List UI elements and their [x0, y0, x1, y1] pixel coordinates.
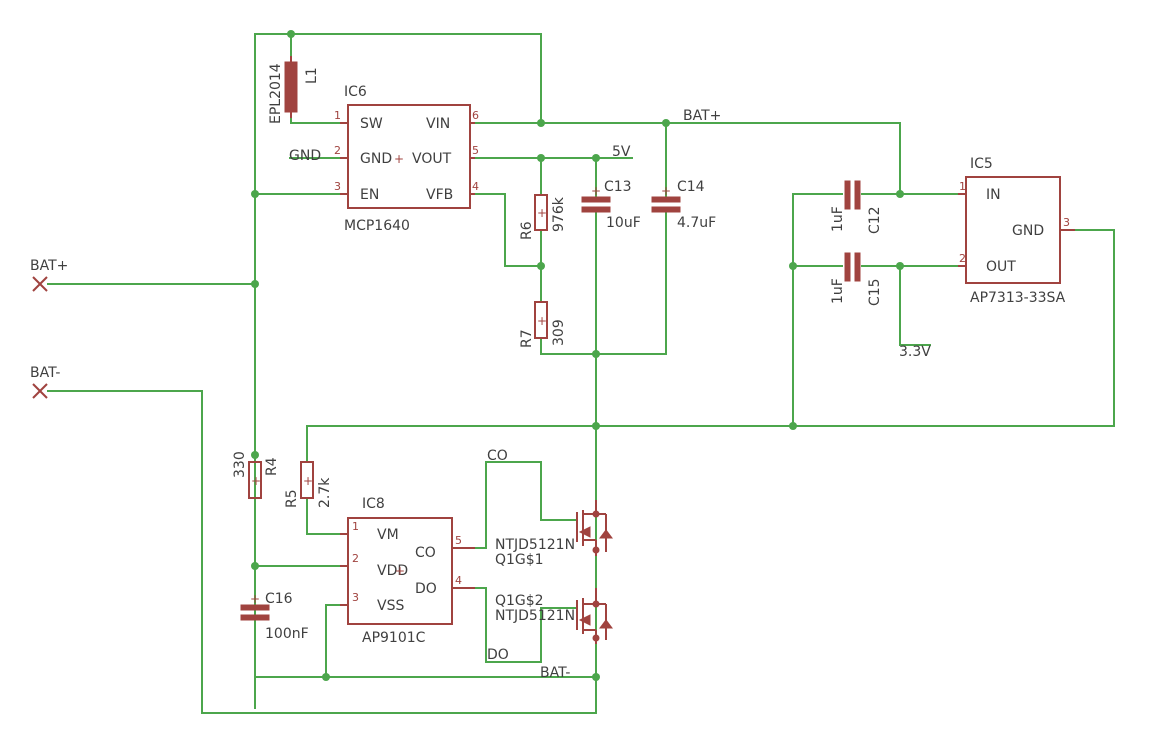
c14-name: C14	[677, 179, 705, 195]
ic5-pin-num-3: 3	[1063, 216, 1070, 229]
capacitor-c14: + C14 4.7uF	[651, 179, 716, 231]
l1-value: EPL2014	[268, 63, 284, 124]
ic8-pin-num-5: 5	[455, 534, 462, 547]
q1-value: NTJD5121N	[495, 537, 575, 553]
c15-name: C15	[867, 278, 883, 306]
ic8-pin-num-4: 4	[455, 574, 462, 587]
inductor-l1: L1 EPL2014	[268, 56, 320, 124]
ic6-pin-num-5: 5	[472, 144, 479, 157]
c16-value: 100nF	[265, 626, 309, 642]
ic8-pin-num-1: 1	[352, 520, 359, 533]
r5-name: R5	[284, 489, 300, 508]
ic6-value: MCP1640	[344, 218, 410, 234]
q1-name: Q1G$1	[495, 552, 544, 568]
c13-name: C13	[604, 179, 632, 195]
bat-plus-net-label: BAT+	[683, 108, 721, 124]
r7-name: R7	[519, 329, 535, 348]
resistor-r4: + 330 R4	[232, 451, 280, 499]
svg-text:+: +	[537, 206, 547, 220]
c13-value: 10uF	[606, 215, 641, 231]
ic6-mcp1640: IC6 MCP1640 SW GND + EN VIN VOUT VFB 1 2…	[334, 84, 479, 234]
c14-value: 4.7uF	[677, 215, 716, 231]
ic5-pin-num-2: 2	[959, 252, 966, 265]
ic6-pin-en: EN	[360, 187, 379, 203]
ic6-pin-vfb: VFB	[426, 187, 453, 203]
svg-text:+: +	[661, 184, 671, 198]
ic8-value: AP9101C	[362, 630, 426, 646]
l1-name: L1	[304, 67, 320, 84]
ic5-value: AP7313-33SA	[970, 290, 1066, 306]
bat-plus-label: BAT+	[30, 258, 68, 274]
bat-minus-connector: BAT-	[30, 365, 60, 399]
do-net-label: DO	[487, 647, 509, 663]
ic6-pin-num-4: 4	[472, 180, 479, 193]
ic6-pin-num-1: 1	[334, 109, 341, 122]
svg-text:+: +	[303, 474, 313, 488]
ic5-pin-num-1: 1	[959, 180, 966, 193]
ic6-pin-gnd: GND	[360, 151, 392, 167]
co-net-label: CO	[487, 448, 508, 464]
q2-value: NTJD5121N	[495, 608, 575, 624]
ic5-pin-in: IN	[986, 187, 1001, 203]
svg-text:+: +	[537, 314, 547, 328]
resistor-r6: + R6 976k	[519, 194, 567, 240]
q2-name: Q1G$2	[495, 593, 544, 609]
svg-text:+: +	[250, 592, 260, 606]
ic8-ap9101c: IC8 AP9101C VM VDD + VSS CO DO 1 2 3 5 4	[340, 496, 475, 646]
ic6-pin-num-3: 3	[334, 180, 341, 193]
ic8-pin-num-2: 2	[352, 552, 359, 565]
c15-value: 1uF	[830, 278, 846, 304]
3v3-net-label: 3.3V	[899, 344, 931, 360]
c12-value: 1uF	[830, 206, 846, 232]
c16-name: C16	[265, 591, 293, 607]
ic8-pin-co: CO	[415, 545, 436, 561]
ic6-plus-mark: +	[394, 152, 404, 166]
capacitor-c12: 1uF C12	[830, 180, 883, 234]
ic8-pin-num-3: 3	[352, 591, 359, 604]
junctions	[251, 30, 904, 681]
capacitor-c15: 1uF C15	[830, 252, 883, 306]
r7-value: 309	[551, 319, 567, 346]
svg-text:+: +	[395, 564, 405, 578]
ic6-pin-sw: SW	[360, 116, 383, 132]
ic8-pin-do: DO	[415, 581, 437, 597]
ic8-pin-vss: VSS	[377, 598, 404, 614]
ic8-name: IC8	[362, 496, 385, 512]
capacitor-c16: + C16 100nF	[240, 591, 309, 642]
bat-minus-label: BAT-	[30, 365, 60, 381]
r4-value: 330	[232, 451, 248, 478]
ic6-pin-vout: VOUT	[412, 151, 452, 167]
wires	[47, 33, 1115, 714]
c12-name: C12	[867, 206, 883, 234]
ic8-pin-vdd: VDD	[377, 563, 408, 579]
5v-net-label: 5V	[612, 144, 631, 160]
capacitor-c13: + C13 10uF	[581, 179, 641, 231]
r6-value: 976k	[551, 196, 567, 232]
svg-text:+: +	[251, 474, 261, 488]
resistor-r7: + R7 309	[519, 301, 567, 348]
bat-plus-connector: BAT+	[30, 258, 68, 292]
ic6-name: IC6	[344, 84, 367, 100]
mosfet-q2: Q1G$2 NTJD5121N	[495, 588, 613, 644]
ic5-pin-gnd: GND	[1012, 223, 1044, 239]
r5-value: 2.7k	[317, 477, 333, 508]
ic5-name: IC5	[970, 156, 993, 172]
ic8-pin-vm: VM	[377, 527, 399, 543]
r6-name: R6	[519, 221, 535, 240]
gnd-net-label: GND	[289, 148, 321, 164]
r4-name: R4	[264, 457, 280, 476]
mosfet-q1: NTJD5121N Q1G$1	[495, 500, 613, 568]
bat-minus-net-label: BAT-	[540, 665, 570, 681]
resistor-r5: + R5 2.7k	[284, 461, 333, 508]
ic6-pin-num-2: 2	[334, 144, 341, 157]
ic6-pin-vin: VIN	[426, 116, 450, 132]
ic6-pin-num-6: 6	[472, 109, 479, 122]
svg-text:+: +	[591, 184, 601, 198]
ic5-ap7313: IC5 AP7313-33SA IN GND OUT 1 3 2	[958, 156, 1075, 306]
ic5-pin-out: OUT	[986, 259, 1016, 275]
